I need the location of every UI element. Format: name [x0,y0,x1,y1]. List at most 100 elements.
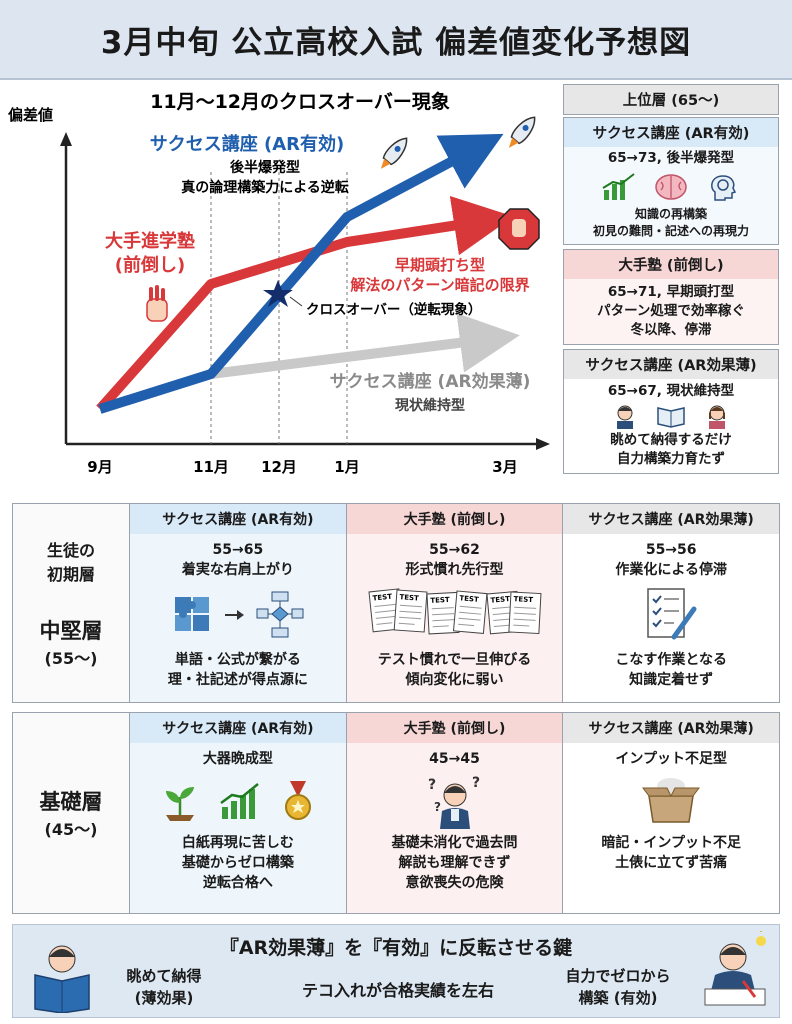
col-foot: 土俵に立てず苦痛 [615,855,728,871]
gray-series-label: サクセス講座 (AR効果薄) [330,371,531,392]
reading-student-icon [34,945,90,1013]
basic-tier-label: 基礎層 (45〜) [13,713,129,913]
col-line: インプット不足型 [615,751,727,767]
icon-row: ??? [422,769,488,833]
box-head: 大手塾 (前倒し) [564,250,778,279]
box-line: 65→67, 現状維持型 [607,383,735,399]
banner-right2: 構築 (有効) [578,989,658,1007]
box-small: 知識の再構築 [634,207,707,221]
svg-text:TEST: TEST [459,594,479,604]
col-head: サクセス講座 (AR効果薄) [563,504,780,534]
col-foot: 解説も理解できず [398,855,511,871]
middle-col-major-cram: 大手塾 (前倒し) 55→62 形式慣れ先行型 TEST TEST TEST T… [345,504,563,702]
level-name: 中堅層 [39,619,103,643]
box-head: サクセス講座 (AR有効) [564,118,778,147]
svg-text:?: ? [434,800,441,814]
sprout-icon [165,787,194,821]
x-tick-3: 3月 [492,458,517,476]
svg-text:TEST: TEST [399,593,419,602]
flowchart-icon [256,591,304,638]
red-desc2: 解法のパターン暗記の限界 [350,276,529,294]
red-desc1: 早期頭打ち型 [395,256,485,274]
col-foot: 逆転合格へ [202,875,273,891]
red-line [96,195,514,413]
col-head: サクセス講座 (AR有効) [130,713,346,743]
icon-row [160,769,316,833]
icon-row [641,769,701,833]
page-title: 3月中旬 公立高校入試 偏差値変化予想図 [100,24,692,61]
box-head: サクセス講座 (AR効果薄) [564,350,778,379]
col-foot: 傾向変化に弱い [405,672,504,688]
banner-center: テコ入れが合格実績を左右 [301,981,494,1000]
col-line: 形式慣れ先行型 [405,562,504,578]
x-axis-arrow [536,438,550,450]
col-line: 55→65 [212,542,264,558]
col-head: 大手塾 (前倒し) [346,713,563,743]
col-foot: 理・社記述が得点源に [167,672,308,688]
open-book-icon [657,407,685,428]
col-head: 大手塾 (前倒し) [346,504,563,534]
col-line: 45→45 [429,751,480,767]
y-axis-label: 偏差値 [8,106,53,124]
blue-desc2: 真の論理構築力による逆転 [181,179,349,196]
head-gear-icon [710,175,737,201]
col-line: 作業化による停滞 [615,562,727,578]
chart-area: 偏差値 11月〜12月のクロスオーバー現象 9月 11月 12月 1月 3月 ク… [0,82,560,492]
svg-text:TEST: TEST [430,596,450,605]
banner-left1: 眺めて納得 [126,967,202,985]
col-line: 着実な右肩上がり [181,562,294,578]
growth-chart-icon [602,173,635,200]
col-foot: こなす作業となる [615,652,727,668]
box-line: パターン処理で効率稼ぐ [597,303,745,319]
col-head: サクセス講座 (AR効果薄) [563,713,780,743]
banner-left2: (薄効果) [134,989,194,1007]
rocket-icon [380,137,408,169]
icon-row [171,580,305,650]
x-tick-11: 11月 [193,458,229,476]
col-foot: 白紙再現に苦しむ [181,835,294,851]
banner-right1: 自力でゼロから [565,967,671,985]
col-head: サクセス講座 (AR有効) [130,504,346,534]
upper-ar-weak-box: サクセス講座 (AR効果薄) 65→67, 現状維持型 眺めて納得するだけ 自力… [563,349,779,474]
chart-subtitle: 11月〜12月のクロスオーバー現象 [150,90,450,113]
upper-tier-title: 上位層 (65〜) [564,85,778,114]
basic-col-ar-effective: サクセス講座 (AR有効) 大器晩成型 白紙再現に苦しむ 基礎からゼロ構築 逆転… [129,713,346,913]
red-series-label1: 大手進学塾 [105,230,195,252]
bottom-banner: 『AR効果薄』を『有効』に反転させる鍵 眺めて納得 (薄効果) テコ入れが合格実… [12,924,780,1018]
writing-student-icon [704,931,766,1006]
level-sub: (55〜) [44,649,98,668]
col-line: 55→62 [429,542,480,558]
right-panel: 上位層 (65〜) サクセス講座 (AR有効) 65→73, 後半爆発型 知識の… [563,84,779,478]
col-foot: 単語・公式が繋がる [174,652,301,668]
basic-col-major-cram: 大手塾 (前倒し) 45→45 ??? 基礎未消化で過去問 解説も理解できず 意… [345,713,563,913]
svg-text:TEST: TEST [372,593,392,603]
checklist-icon [647,588,697,640]
blue-desc1: 後半爆発型 [230,159,300,176]
icon-row [644,580,698,650]
col-line: 大器晩成型 [202,751,273,767]
box-line: 65→73, 後半爆発型 [607,150,735,166]
confused-student-icon: ??? [428,775,480,829]
test-papers-icon: TEST TEST TEST TEST TEST TEST [367,588,541,635]
brain-icon [655,174,687,200]
box-line: 65→71, 早期頭打型 [607,284,735,300]
stop-sign-icon [498,208,540,250]
upper-tier-title-box: 上位層 (65〜) [563,84,779,115]
col-foot: 暗記・インプット不足 [601,835,741,851]
upper-major-cram-box: 大手塾 (前倒し) 65→71, 早期頭打型 パターン処理で効率稼ぐ 冬以降、停… [563,249,779,345]
box-line: 自力構築力育たず [617,451,725,467]
svg-text:TEST: TEST [490,595,510,605]
basic-tier-section: 基礎層 (45〜) サクセス講座 (AR有効) 大器晩成型 白紙再現に苦しむ 基… [12,712,780,914]
initial-tier-label2: 初期層 [46,565,95,584]
hand-icon [146,285,168,322]
level-name: 基礎層 [39,790,103,814]
gray-desc: 現状維持型 [395,397,465,414]
x-tick-12: 12月 [261,458,297,476]
col-foot: テスト慣れで一旦伸びる [377,652,532,668]
chart-svg: 偏差値 11月〜12月のクロスオーバー現象 9月 11月 12月 1月 3月 ク… [8,90,550,476]
box-line: 冬以降、停滞 [630,322,712,338]
puzzle-icon [174,597,209,631]
medal-icon [284,781,311,820]
empty-box-icon [642,778,701,823]
col-foot: 知識定着せず [629,672,714,688]
